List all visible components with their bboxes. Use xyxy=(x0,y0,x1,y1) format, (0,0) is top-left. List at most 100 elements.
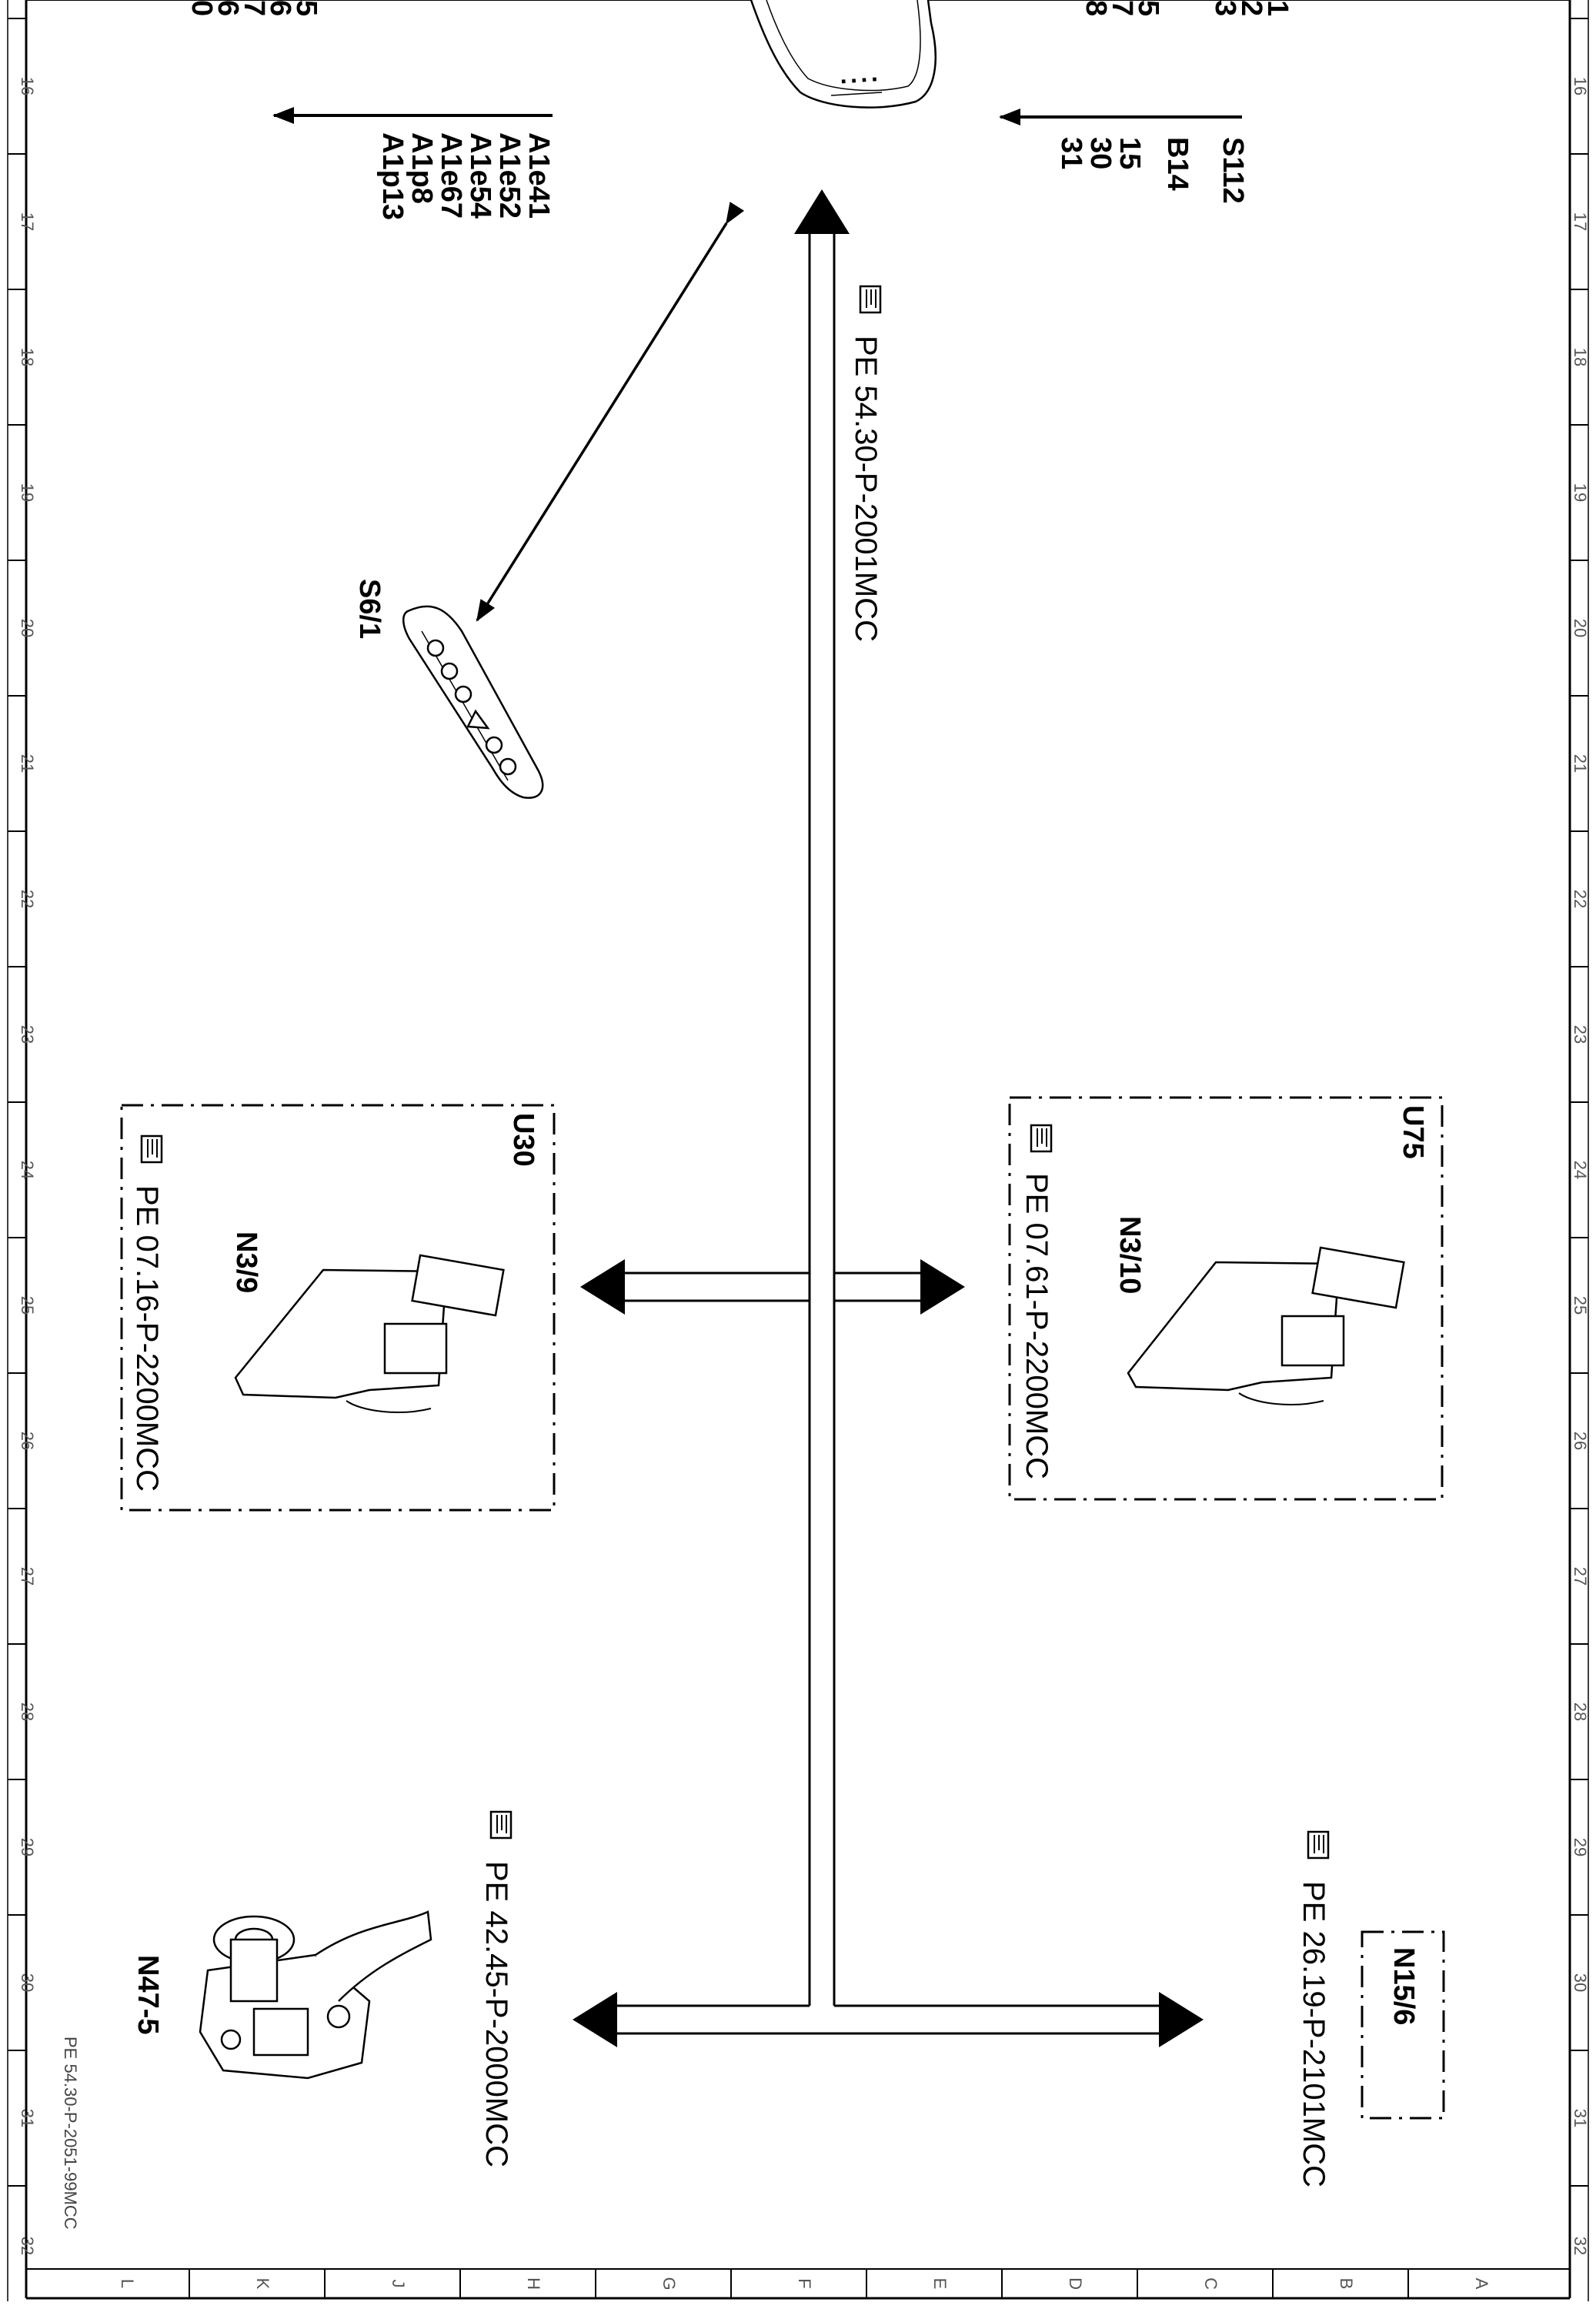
column-letter: F xyxy=(795,2278,814,2288)
column-letter: D xyxy=(1066,2277,1085,2290)
signal-arrows xyxy=(272,107,1242,125)
s6-1-connection-arrow xyxy=(476,202,745,622)
row-number: 26 xyxy=(18,1432,37,1450)
partial-label: 2 xyxy=(1235,0,1267,16)
partial-label: 1 xyxy=(1261,0,1294,16)
bus-reference: PE 54.30-P-2001MCC xyxy=(849,336,883,642)
row-number: 30 xyxy=(1571,1973,1590,1992)
row-numbers-left: 16 17 18 19 20 21 22 23 24 25 26 27 28 2… xyxy=(18,77,37,2255)
partial-label: 7 xyxy=(238,0,270,16)
u30-reference: PE 07.16-P-2200MCC xyxy=(130,1185,164,1492)
svg-text:· · · ·: · · · · xyxy=(840,69,878,90)
column-letter: E xyxy=(930,2278,950,2290)
row-number: 27 xyxy=(1571,1567,1590,1586)
control-unit-n3-10-illustration xyxy=(1127,1246,1405,1405)
row-numbers-right: 16 17 18 19 20 21 22 23 24 25 26 27 28 2… xyxy=(1571,77,1590,2255)
partial-label: 5 xyxy=(290,0,322,16)
partial-label: 7 xyxy=(1106,0,1138,16)
partial-labels-top-right: 1 2 3 5 7 8 xyxy=(1080,0,1294,16)
partial-label: 6 xyxy=(212,0,244,16)
row-number: 24 xyxy=(1571,1161,1590,1179)
column-letter: G xyxy=(659,2277,679,2290)
column-ticks xyxy=(189,2269,1409,2298)
partial-label: 0 xyxy=(185,0,218,16)
partial-label: 3 xyxy=(1209,0,1241,16)
instrument-cluster-illustration: · · · · xyxy=(750,0,937,109)
row-number: 28 xyxy=(1571,1703,1590,1721)
row-number: 26 xyxy=(1571,1432,1590,1450)
partial-label: 6 xyxy=(264,0,296,16)
u30-dashed-box xyxy=(120,1104,556,1512)
partial-label: 5 xyxy=(1132,0,1164,16)
signals-right: S112 B14 15 30 31 xyxy=(1055,137,1249,204)
u75-box-label: U75 xyxy=(1397,1105,1429,1159)
row-number: 17 xyxy=(1571,212,1590,231)
row-number: 25 xyxy=(18,1296,37,1315)
n15-6-reference: PE 26.19-P-2101MCC xyxy=(1297,1881,1331,2187)
signal-label: A1p13 xyxy=(376,132,409,220)
signal-label: A1p8 xyxy=(406,132,438,204)
row-number: 24 xyxy=(18,1161,37,1179)
row-number: 25 xyxy=(1571,1296,1590,1315)
pointing-hand-icon xyxy=(140,1134,163,1164)
pointing-hand-icon xyxy=(489,1810,513,1840)
row-number: 19 xyxy=(18,483,37,502)
row-number: 31 xyxy=(18,2109,37,2127)
column-letter: H xyxy=(524,2277,543,2290)
partial-labels-top-left: 5 6 7 6 0 xyxy=(185,0,322,16)
row-ticks xyxy=(8,18,1588,2187)
signal-label: A1e41 xyxy=(523,132,555,219)
column-letter: C xyxy=(1201,2277,1220,2290)
row-number: 18 xyxy=(1571,348,1590,366)
row-number: 17 xyxy=(18,212,37,231)
drawing-code: PE 54.30-P-2051-99MCC xyxy=(61,2037,80,2230)
can-bus xyxy=(573,189,1204,2047)
signals-left: A1e41 A1e52 A1e54 A1e67 A1p8 A1p13 xyxy=(376,132,555,220)
column-letter: K xyxy=(253,2278,272,2290)
n3-9-label: N3/9 xyxy=(230,1231,262,1293)
esp-hydraulic-unit-illustration xyxy=(199,1910,432,2080)
column-letters: L K J H G F E D C B A xyxy=(118,2277,1491,2290)
row-number: 22 xyxy=(18,890,37,908)
row-number: 29 xyxy=(18,1838,37,1856)
row-number: 20 xyxy=(1571,619,1590,637)
steering-wheel-switch-illustration xyxy=(402,605,544,799)
row-number: 20 xyxy=(18,619,37,637)
n15-6-label: N15/6 xyxy=(1387,1947,1420,2025)
row-number: 28 xyxy=(18,1703,37,1721)
row-number: 21 xyxy=(18,754,37,773)
signal-label: B14 xyxy=(1161,137,1194,191)
s6-1-label: S6/1 xyxy=(353,579,386,639)
signal-label: A1e52 xyxy=(493,132,526,219)
bus-fill xyxy=(625,234,920,1967)
row-number: 16 xyxy=(1571,77,1590,95)
row-number: 16 xyxy=(18,77,37,95)
signal-label: A1e67 xyxy=(435,132,467,219)
column-letter: A xyxy=(1472,2278,1491,2290)
u75-reference: PE 07.61-P-2200MCC xyxy=(1020,1173,1053,1479)
signal-label: 15 xyxy=(1114,137,1146,169)
n15-6-dashed-box xyxy=(1361,1930,1445,2120)
u75-dashed-box xyxy=(1008,1096,1444,1501)
signal-label: S112 xyxy=(1217,137,1249,204)
row-number: 32 xyxy=(1571,2237,1590,2255)
row-number: 32 xyxy=(18,2237,37,2255)
row-number: 19 xyxy=(1571,483,1590,502)
row-number: 31 xyxy=(1571,2109,1590,2127)
pointing-hand-icon xyxy=(859,285,882,314)
row-number: 30 xyxy=(18,1973,37,1992)
bus-junctions xyxy=(808,1273,836,1301)
column-letter: B xyxy=(1337,2278,1356,2290)
row-number: 22 xyxy=(1571,890,1590,908)
row-number: 23 xyxy=(1571,1025,1590,1044)
n47-5-reference: PE 42.45-P-2000MCC xyxy=(479,1861,513,2167)
n3-10-label: N3/10 xyxy=(1114,1216,1146,1294)
column-letter: L xyxy=(118,2279,137,2288)
row-number: 27 xyxy=(18,1567,37,1586)
u30-box-label: U30 xyxy=(507,1113,539,1167)
row-number: 18 xyxy=(18,348,37,366)
row-number: 29 xyxy=(1571,1838,1590,1856)
pointing-hand-icon xyxy=(1307,1830,1330,1860)
row-number: 21 xyxy=(1571,754,1590,773)
